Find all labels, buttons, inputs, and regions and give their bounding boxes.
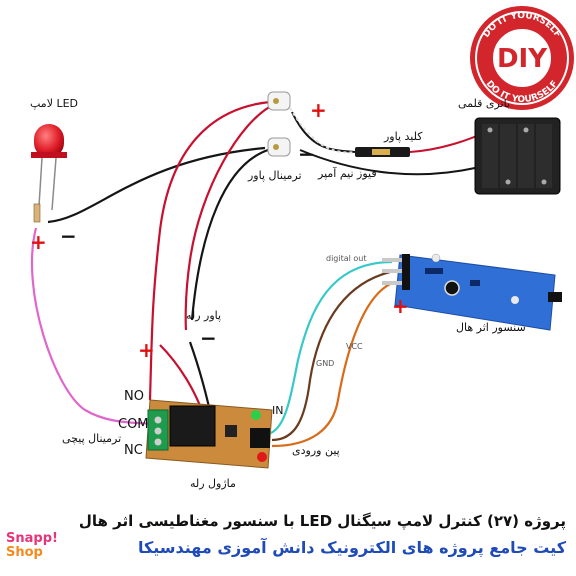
power-red-wire — [148, 100, 271, 401]
in-pin-label: IN — [272, 404, 284, 417]
digital-out-label: digital out — [326, 254, 367, 263]
project-caption: پروژه (۲۷) کنترل لامپ سیگنال LED با سنسو… — [78, 512, 566, 530]
diy-badge: DIY DO IT YOURSELF DO IT YOURSELF — [470, 6, 574, 110]
led-minus-sign: − — [60, 224, 77, 248]
com-terminal-label: COM — [118, 417, 149, 432]
relay-red-wire — [184, 103, 276, 331]
terminal-minus-sign: − — [298, 142, 315, 166]
terminal-plus-sign: + — [310, 98, 327, 122]
digital-out-wire — [267, 260, 393, 436]
gnd-wire — [271, 270, 391, 442]
relay-plus-sign: + — [138, 338, 155, 362]
power-switch-label: کلید پاور — [384, 130, 423, 143]
relay-module — [145, 399, 273, 469]
kit-subtitle: کیت جامع پروژه های الکترونیک دانش آموزی … — [137, 538, 566, 557]
fuse-label: فیوز نیم آمپر — [318, 167, 377, 180]
twisted-wire-b — [289, 107, 358, 154]
brand-line-1: Snapp! — [6, 531, 58, 546]
sensor-plus-sign: + — [392, 294, 409, 318]
led-lamp-label: لامپ LED — [30, 97, 79, 110]
brand-logo: Snapp! Shop — [6, 532, 66, 560]
power-switch — [355, 147, 410, 157]
battery-black-wire — [299, 149, 476, 176]
nc-terminal-label: NC — [124, 443, 143, 458]
battery-holder — [474, 117, 561, 195]
power-terminal — [267, 91, 291, 157]
relay-module-label: ماژول رله — [190, 477, 236, 490]
badge-text: DIY — [497, 44, 548, 74]
led-pink-wire — [30, 227, 151, 426]
hall-sensor-module — [382, 253, 562, 331]
gnd-label: GND — [316, 359, 335, 368]
twisted-wire-a — [291, 111, 356, 153]
input-pin-label: پین ورودی — [292, 444, 340, 457]
led-black-wire — [47, 146, 266, 224]
power-terminal-label: ترمینال پاور — [248, 169, 302, 182]
relay-power-label: پاور رله — [186, 309, 222, 322]
led-plus-sign: + — [30, 230, 47, 254]
vcc-label: VCC — [346, 342, 363, 351]
screw-terminal-label: ترمینال پیچی — [62, 432, 122, 445]
no-terminal-label: NO — [124, 389, 144, 404]
battery-label: باتری قلمی — [458, 97, 511, 110]
led-lamp — [31, 124, 67, 223]
brand-line-2: Shop — [6, 545, 43, 560]
terminal-black-wire — [190, 148, 269, 321]
hall-sensor-label: سنسور اثر هال — [456, 321, 526, 334]
relay-minus-sign: − — [200, 326, 217, 350]
vcc-wire — [271, 283, 391, 448]
